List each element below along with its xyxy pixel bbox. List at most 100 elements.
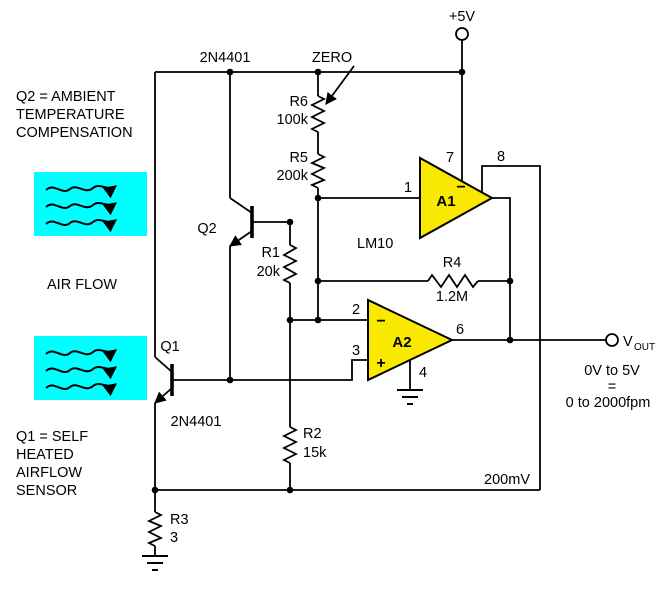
junction-dot (506, 277, 514, 285)
opamp-a1: A1 − 1 7 8 (404, 149, 505, 240)
vout-subscript: OUT (634, 342, 655, 353)
supply-label: +5V (449, 9, 476, 25)
junction-dot (286, 316, 294, 324)
junction-dot (314, 68, 322, 76)
collector-lead (229, 197, 253, 214)
supply-terminal (455, 27, 469, 41)
pin2-label: 2 (352, 302, 360, 318)
flow-arrow-icon (45, 202, 118, 216)
pin4-label: 4 (419, 365, 427, 381)
flow-arrow-icon (45, 349, 118, 363)
a2-noninverting-sign: + (376, 355, 385, 372)
ground-symbol-r3 (142, 555, 168, 571)
junction-dot (314, 277, 322, 285)
q2-note-line3: COMPENSATION (16, 125, 133, 141)
potentiometer-r6: R6 100k (277, 65, 355, 133)
q1-ref-label: Q1 (160, 339, 179, 355)
pin1-label: 1 (404, 180, 412, 196)
output-terminal-group: V OUT 0V to 5V = 0 to 2000fpm (566, 333, 655, 411)
resistor-r3: R3 3 (146, 511, 189, 547)
r1-value: 20k (257, 264, 281, 280)
vout-equals: = (608, 379, 616, 395)
wire-q1-base-pin3 (172, 359, 368, 381)
junction-dot (506, 336, 514, 344)
ref-voltage-label: 200mV (484, 472, 530, 488)
resistor-r1: R1 20k (257, 244, 299, 284)
pin7-label: 7 (446, 150, 454, 166)
vout-label: V (623, 334, 633, 350)
junction-dot (151, 486, 159, 494)
pin6-label: 6 (456, 322, 464, 338)
flow-arrow-icon (45, 366, 118, 380)
junction-dot (286, 486, 294, 494)
q1-note-line4: SENSOR (16, 483, 77, 499)
resistor-r2: R2 15k (281, 426, 327, 464)
ground-symbol-a2 (397, 389, 423, 405)
r6-value: 100k (277, 112, 309, 128)
junction-dot (458, 68, 466, 76)
wiper-arrow-icon (325, 65, 355, 105)
r2-name: R2 (303, 426, 322, 442)
a1-label: A1 (436, 193, 455, 210)
resistor-zigzag (281, 244, 299, 284)
vout-flow-range: 0 to 2000fpm (566, 395, 651, 411)
resistor-r4: R4 1.2M (427, 255, 479, 305)
r4-name: R4 (443, 255, 462, 271)
junction-dot (226, 68, 234, 76)
flow-arrow-icon (45, 383, 118, 397)
r4-value: 1.2M (436, 289, 468, 305)
q1-annotation: Q1 = SELF HEATED AIRFLOW SENSOR (16, 429, 88, 499)
q1-note-line1: Q1 = SELF (16, 429, 88, 445)
wire-a1-output (492, 197, 511, 340)
resistor-zigzag (281, 426, 299, 464)
resistor-zigzag (309, 95, 327, 133)
resistor-zigzag (309, 153, 327, 189)
r5-value: 200k (277, 168, 309, 184)
q2-ref-label: Q2 (197, 221, 216, 237)
emitter-lead-arrow-icon (229, 230, 253, 247)
zero-label: ZERO (312, 50, 352, 66)
a1-inverting-sign: − (456, 179, 465, 196)
q2-note-line2: TEMPERATURE (16, 107, 125, 123)
air-flow-label: AIR FLOW (47, 277, 117, 293)
resistor-r5: R5 200k (277, 150, 327, 189)
q2-part-label: 2N4401 (200, 50, 251, 66)
r5-name: R5 (289, 150, 308, 166)
transistor-q2: Q2 (197, 197, 254, 247)
pin3-label: 3 (352, 343, 360, 359)
flow-arrow-icon (45, 219, 118, 233)
junction-dot (226, 376, 234, 384)
pin8-label: 8 (497, 149, 505, 165)
resistor-zigzag (427, 273, 479, 289)
q1-note-line3: AIRFLOW (16, 465, 82, 481)
r6-name: R6 (289, 94, 308, 110)
ic-label: LM10 (357, 236, 393, 252)
junction-dot (314, 194, 322, 202)
airflow-box-top (34, 172, 147, 236)
junction-dot (286, 218, 294, 226)
a2-inverting-sign: − (376, 313, 385, 330)
flow-arrow-icon (45, 185, 118, 199)
opamp-triangle (367, 298, 455, 382)
junction-dots (151, 68, 514, 494)
vout-volt-range: 0V to 5V (584, 363, 640, 379)
q2-note-line1: Q2 = AMBIENT (16, 89, 116, 105)
r2-value: 15k (303, 445, 327, 461)
q1-part-label: 2N4401 (171, 414, 222, 430)
resistor-zigzag (146, 511, 164, 547)
wire-pin8-feedback (481, 165, 541, 490)
emitter-lead-arrow-icon (154, 387, 173, 404)
q2-annotation: Q2 = AMBIENT TEMPERATURE COMPENSATION (16, 89, 133, 141)
a2-label: A2 (392, 334, 411, 351)
vout-terminal (605, 333, 619, 347)
junction-dot (314, 316, 322, 324)
airflow-box-bottom (34, 336, 147, 400)
collector-lead (154, 356, 173, 373)
r3-value: 3 (170, 530, 178, 546)
q1-note-line2: HEATED (16, 447, 74, 463)
transistor-q1: Q1 2N4401 (154, 339, 222, 430)
opamp-a2: A2 − + 2 3 6 4 (352, 298, 464, 382)
wires (154, 40, 606, 556)
